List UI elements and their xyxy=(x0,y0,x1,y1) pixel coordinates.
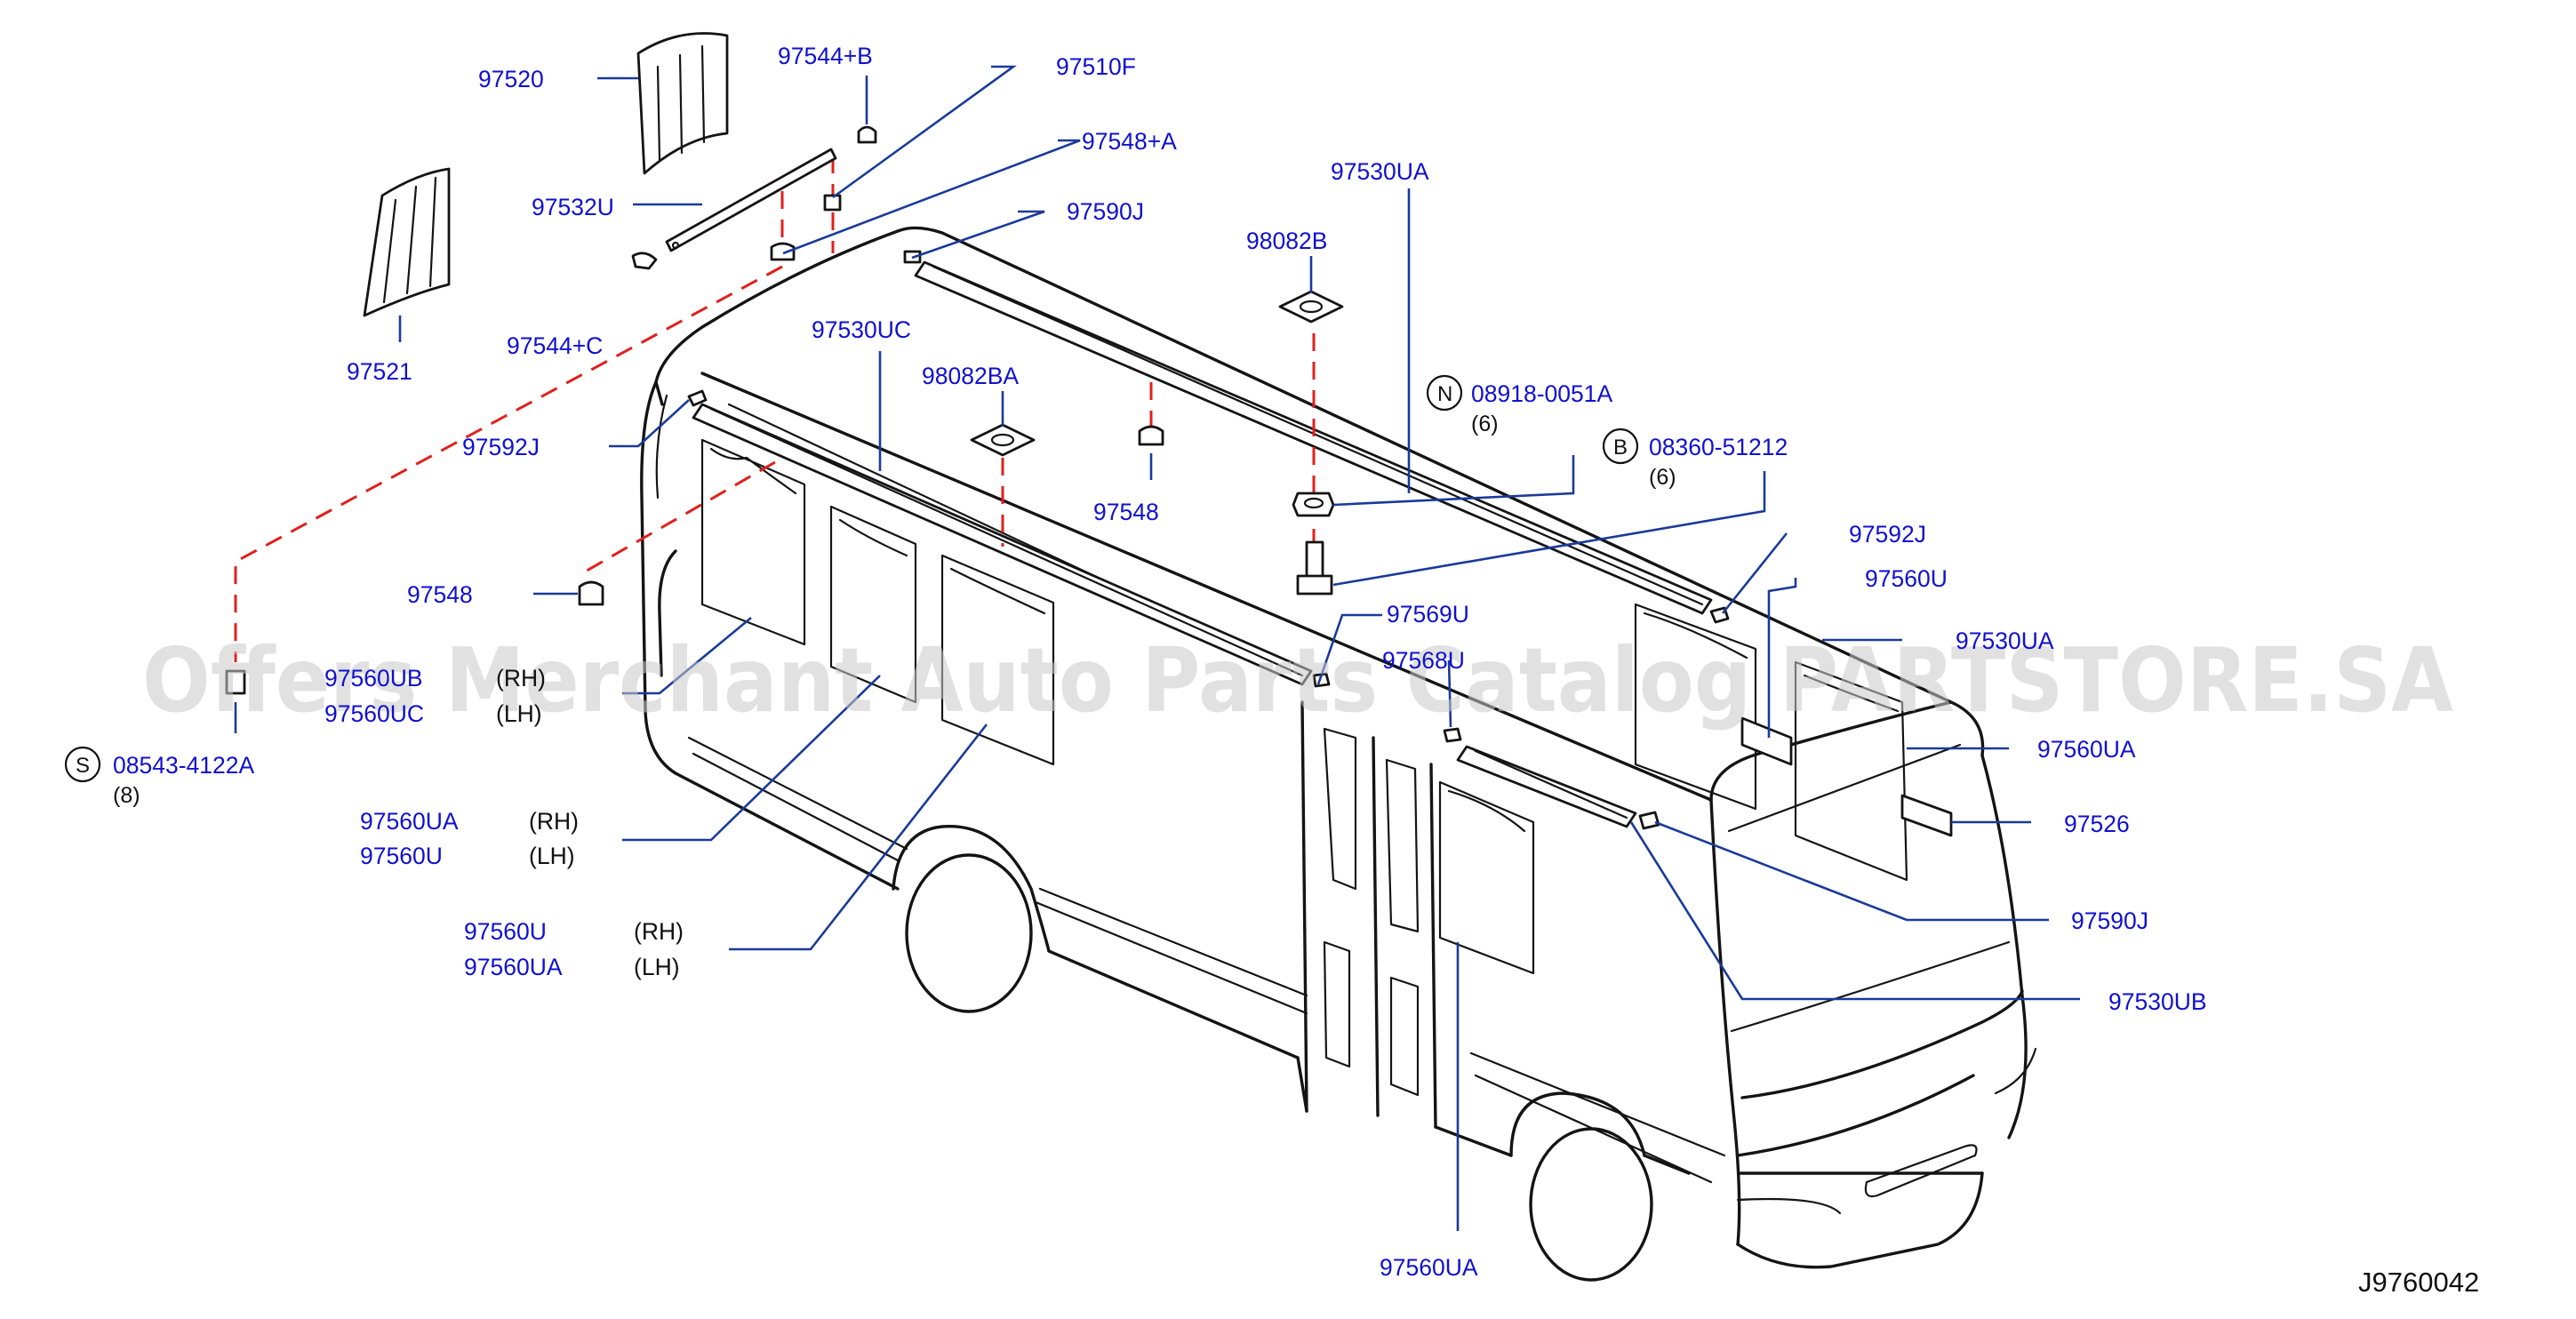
side-lh-97560ua-b: (LH) xyxy=(634,954,680,980)
watermark-text: Offers Merchant Auto Parts Catalog PARTS… xyxy=(142,628,2453,732)
roof-rails xyxy=(692,260,1713,828)
qty-n: (6) xyxy=(1471,412,1499,436)
label-97510f[interactable]: 97510F xyxy=(1056,53,1136,80)
label-98082b[interactable]: 98082B xyxy=(1246,228,1327,254)
label-97560ua-bottom[interactable]: 97560UA xyxy=(1380,1254,1478,1281)
label-08360-51212[interactable]: 08360-51212 xyxy=(1649,434,1788,460)
bus-body-drawing xyxy=(640,226,2037,1282)
b-letter: B xyxy=(1613,436,1628,460)
s-circle-icon xyxy=(64,746,101,783)
qty-b: (6) xyxy=(1649,465,1676,490)
label-97530ua-top[interactable]: 97530UA xyxy=(1331,158,1429,185)
part-labels: 97520 97521 97532U 97544+B 97544+C 97510… xyxy=(324,43,2207,1281)
label-97544c[interactable]: 97544+C xyxy=(507,332,603,359)
label-97592j-left[interactable]: 97592J xyxy=(462,434,540,460)
s-letter: S xyxy=(76,754,90,778)
label-97532u[interactable]: 97532U xyxy=(532,194,614,220)
label-97560ua-b[interactable]: 97560UA xyxy=(464,954,563,980)
label-97521[interactable]: 97521 xyxy=(347,358,412,385)
fastener-n[interactable]: N 08918-0051A (6) xyxy=(1426,374,1612,436)
b-circle-icon xyxy=(1602,428,1639,465)
side-lh-97560uc: (LH) xyxy=(496,700,542,727)
side-rh-97560ub: (RH) xyxy=(496,665,546,691)
label-97560ub[interactable]: 97560UB xyxy=(324,665,423,691)
label-97592j-right[interactable]: 97592J xyxy=(1849,521,1926,548)
label-97560u-a[interactable]: 97560U xyxy=(360,843,443,869)
label-97530ub[interactable]: 97530UB xyxy=(2108,988,2207,1015)
label-98082ba[interactable]: 98082BA xyxy=(922,363,1019,389)
label-97560u-right[interactable]: 97560U xyxy=(1865,565,1948,592)
label-97548a[interactable]: 97548+A xyxy=(1082,128,1177,155)
label-08543-4122a[interactable]: 08543-4122A xyxy=(113,752,254,779)
label-97548-mid[interactable]: 97548 xyxy=(1093,499,1159,525)
n-letter: N xyxy=(1437,382,1452,406)
label-97530uc[interactable]: 97530UC xyxy=(812,316,911,343)
fastener-s[interactable]: S 08543-4122A (8) xyxy=(64,746,254,808)
label-97548-left[interactable]: 97548 xyxy=(407,581,473,608)
label-97544b[interactable]: 97544+B xyxy=(778,43,873,69)
leader-lines xyxy=(234,65,2080,1231)
label-97569u[interactable]: 97569U xyxy=(1387,601,1469,628)
side-lh-97560u-a: (LH) xyxy=(529,843,575,869)
label-97560u-b[interactable]: 97560U xyxy=(464,918,547,945)
label-97530ua-right[interactable]: 97530UA xyxy=(1956,628,2054,654)
label-97590j-top[interactable]: 97590J xyxy=(1067,198,1144,225)
n-circle-icon xyxy=(1426,374,1463,412)
qty-s: (8) xyxy=(113,783,140,808)
side-windows xyxy=(700,438,1908,975)
assembly-lines xyxy=(234,156,1316,662)
loose-parts xyxy=(225,32,1953,837)
side-rh-97560ua-a: (RH) xyxy=(529,808,579,835)
label-97590j-right[interactable]: 97590J xyxy=(2071,907,2148,934)
label-97560ua-a[interactable]: 97560UA xyxy=(360,808,459,835)
fastener-b[interactable]: B 08360-51212 (6) xyxy=(1602,428,1788,490)
side-rh-97560u-b: (RH) xyxy=(634,918,684,945)
label-08918-0051a[interactable]: 08918-0051A xyxy=(1471,380,1612,407)
label-97520[interactable]: 97520 xyxy=(478,66,544,92)
label-97560ua-right[interactable]: 97560UA xyxy=(2037,736,2136,763)
label-97526[interactable]: 97526 xyxy=(2064,811,2130,837)
label-97560uc[interactable]: 97560UC xyxy=(324,700,424,727)
diagram-reference: J9760042 xyxy=(2358,1267,2479,1298)
fastener-callouts: N 08918-0051A (6) B 08360-51212 (6) S 08… xyxy=(64,374,1788,808)
label-97568u[interactable]: 97568U xyxy=(1382,647,1465,674)
